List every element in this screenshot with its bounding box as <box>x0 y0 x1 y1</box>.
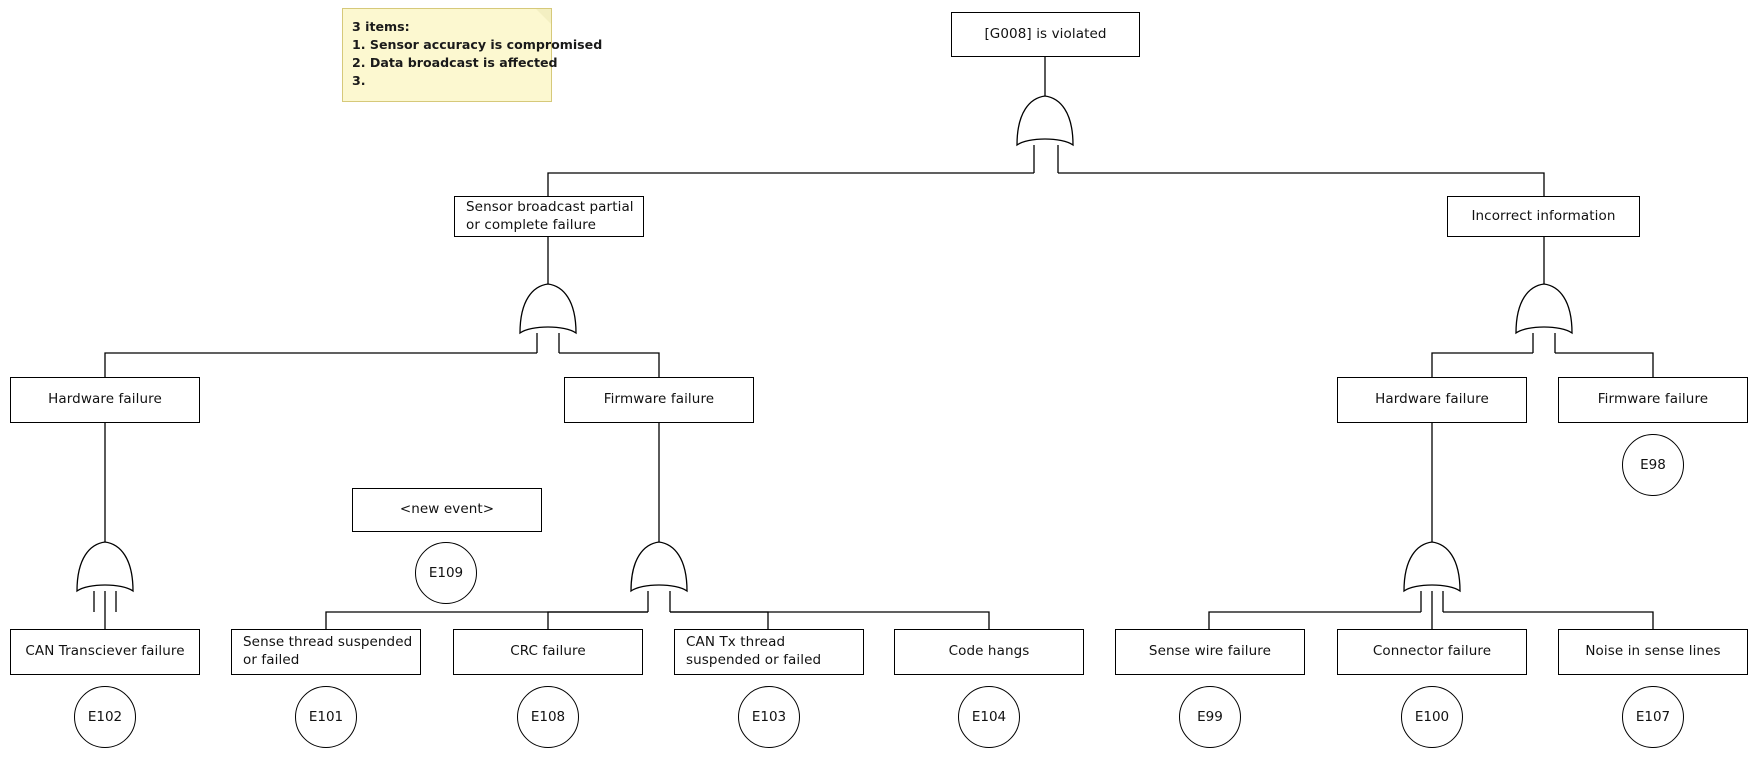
node-hardware-failure-right[interactable]: Hardware failure <box>1337 377 1527 423</box>
event-id-connector[interactable]: E100 <box>1401 686 1463 748</box>
node-hardware-failure-left[interactable]: Hardware failure <box>10 377 200 423</box>
node-can-transciever-failure[interactable]: CAN Transciever failure <box>10 629 200 675</box>
node-sense-wire-failure[interactable]: Sense wire failure <box>1115 629 1305 675</box>
event-id-code-hangs[interactable]: E104 <box>958 686 1020 748</box>
edge-gate5-to-hw-right <box>1431 352 1533 377</box>
edge-gate2-to-hw-left <box>104 352 537 377</box>
node-new-event[interactable]: <new event> <box>352 488 542 532</box>
or-gate-hw-left <box>76 541 134 593</box>
edge-gate4-to-can-tx <box>670 611 769 629</box>
edge-gate2-to-fw-left <box>559 352 660 377</box>
edge-gate5-to-fw-right <box>1555 352 1654 377</box>
sticky-note: 3 items: 1. Sensor accuracy is compromis… <box>342 8 603 102</box>
node-top-goal[interactable]: [G008] is violated <box>951 12 1140 57</box>
node-firmware-failure-right[interactable]: Firmware failure <box>1558 377 1748 423</box>
edge-gate4-to-code-hangs <box>670 611 990 629</box>
event-id-crc[interactable]: E108 <box>517 686 579 748</box>
note-title: 3 items: <box>352 19 410 34</box>
note-item-2: 2. Data broadcast is affected <box>352 54 558 70</box>
node-sensor-broadcast-failure[interactable]: Sensor broadcast partial or complete fai… <box>454 196 644 237</box>
event-id-can-transciever[interactable]: E102 <box>74 686 136 748</box>
node-sense-thread-suspended[interactable]: Sense thread suspended or failed <box>231 629 421 675</box>
edge-gate4-to-crc <box>547 611 648 629</box>
event-id-firmware-failure-right[interactable]: E98 <box>1622 434 1684 496</box>
event-id-new-event[interactable]: E109 <box>415 542 477 604</box>
note-item-3: 3. <box>352 72 366 88</box>
node-code-hangs[interactable]: Code hangs <box>894 629 1084 675</box>
event-id-noise[interactable]: E107 <box>1622 686 1684 748</box>
event-id-sense-wire[interactable]: E99 <box>1179 686 1241 748</box>
node-crc-failure[interactable]: CRC failure <box>453 629 643 675</box>
edge-gate1-to-sensor-broadcast <box>547 172 1034 196</box>
note-fold-icon <box>536 9 551 24</box>
or-gate-incorrect <box>1515 283 1573 335</box>
event-id-sense-thread[interactable]: E101 <box>295 686 357 748</box>
edge-gate6-to-noise <box>1443 611 1654 629</box>
edge-gate1-to-incorrect-info <box>1058 172 1545 196</box>
node-incorrect-information[interactable]: Incorrect information <box>1447 196 1640 237</box>
edge-gate4-to-sense-thread <box>325 611 648 629</box>
event-id-can-tx[interactable]: E103 <box>738 686 800 748</box>
node-connector-failure[interactable]: Connector failure <box>1337 629 1527 675</box>
or-gate-fw-left <box>630 541 688 593</box>
edge-gate6-to-sense-wire <box>1208 611 1421 629</box>
or-gate-sensor <box>519 283 577 335</box>
or-gate-top <box>1016 95 1074 147</box>
node-noise-in-sense-lines[interactable]: Noise in sense lines <box>1558 629 1748 675</box>
or-gate-hw-right <box>1403 541 1461 593</box>
node-can-tx-thread-suspended[interactable]: CAN Tx thread suspended or failed <box>674 629 864 675</box>
note-item-1: 1. Sensor accuracy is compromised <box>352 36 603 52</box>
node-firmware-failure-left[interactable]: Firmware failure <box>564 377 754 423</box>
